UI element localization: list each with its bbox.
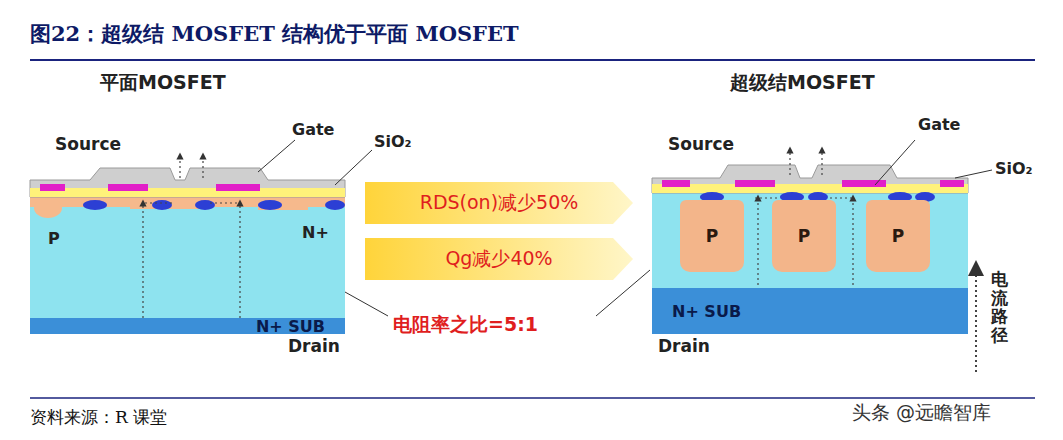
- node-text: N+ SUB: [672, 302, 741, 321]
- node-text: P: [706, 226, 718, 246]
- node-text: Qg减少40%: [445, 246, 552, 272]
- diagram-heading: 超级结MOSFET: [730, 72, 875, 94]
- improvement-arrow: RDS(on)减少50%: [365, 182, 633, 224]
- p-pillar: P: [772, 200, 836, 272]
- node-text: P: [798, 226, 810, 246]
- substrate-band: N+ SUB: [652, 288, 968, 334]
- part-label: SiO₂: [995, 160, 1033, 178]
- part-label: Drain: [658, 337, 710, 357]
- node-text: P: [892, 226, 904, 246]
- part-label: Gate: [292, 121, 334, 139]
- part-label: Source: [55, 135, 121, 155]
- source-caption: 资料来源：R 课堂: [30, 408, 167, 428]
- substrate-band: N+ SUB: [30, 318, 345, 334]
- part-label: N+: [302, 224, 329, 242]
- part-label: Gate: [918, 116, 960, 134]
- part-label: Drain: [288, 337, 340, 357]
- part-label: Source: [668, 135, 734, 155]
- node-text: RDS(on)减少50%: [420, 190, 579, 216]
- node-text: N+ SUB: [256, 317, 325, 336]
- p-pillar: P: [866, 200, 930, 272]
- figure-title: 图22：超级结 MOSFET 结构优于平面 MOSFET: [30, 22, 519, 46]
- ratio-note: 电阻率之比=5:1: [393, 314, 538, 336]
- watermark: 头条 @远瞻智库: [852, 402, 991, 424]
- part-label: P: [48, 230, 60, 248]
- p-pillar: P: [680, 200, 744, 272]
- current-path-label: 电流路径: [991, 270, 1008, 345]
- part-label: SiO₂: [374, 133, 412, 151]
- diagram-heading: 平面MOSFET: [100, 72, 226, 94]
- improvement-arrow: Qg减少40%: [365, 238, 633, 280]
